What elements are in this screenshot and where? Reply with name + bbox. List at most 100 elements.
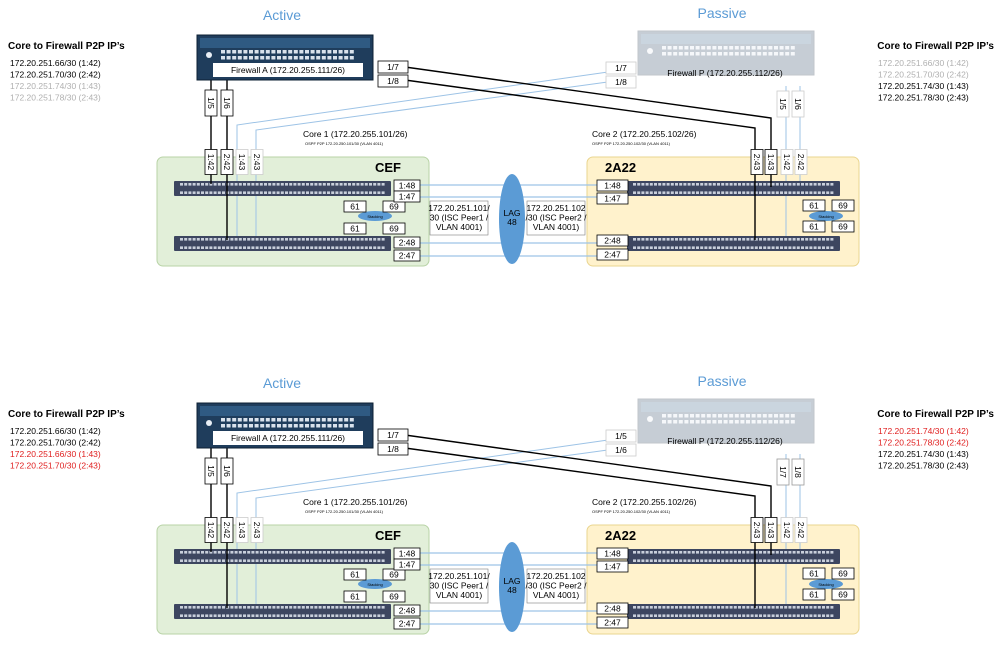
switch-port xyxy=(293,551,297,554)
switch-port xyxy=(658,606,662,609)
switch-port xyxy=(725,238,729,241)
switch-port xyxy=(826,606,830,609)
switch-port xyxy=(738,614,741,617)
switch-port xyxy=(746,183,750,186)
switch-port xyxy=(721,559,725,562)
switch-port xyxy=(306,559,309,562)
switch-port xyxy=(817,551,821,554)
switch-port xyxy=(356,614,360,617)
switch-port xyxy=(742,238,746,241)
core1-uplink-port: 1:43 xyxy=(237,522,247,539)
brand-logo-icon xyxy=(647,416,653,422)
firewall-a-port: 1/7 xyxy=(387,62,399,72)
switch-port xyxy=(788,183,792,186)
firewall-port xyxy=(740,414,745,418)
switch-port xyxy=(293,238,297,241)
core2-switch-1 xyxy=(627,181,840,196)
switch-port xyxy=(247,606,251,609)
switch-port xyxy=(704,191,708,194)
switch-port xyxy=(255,183,259,186)
firewall-port xyxy=(299,56,304,60)
switch-port xyxy=(654,246,657,249)
left-ip-item: 172.20.251.66/30 (1:42) xyxy=(10,426,101,436)
switch-port xyxy=(247,559,251,562)
switch-port xyxy=(322,559,326,562)
switch-port xyxy=(306,551,309,554)
switch-port xyxy=(771,191,775,194)
core1-label: Core 1 (172.20.255.101/26) xyxy=(303,129,408,139)
switch-port xyxy=(658,191,662,194)
switch-port xyxy=(708,559,712,562)
a22-site-label: 2A22 xyxy=(605,528,636,543)
switch-port xyxy=(285,183,288,186)
switch-port xyxy=(813,238,817,241)
switch-port xyxy=(670,183,674,186)
switch-port xyxy=(201,606,204,609)
switch-port xyxy=(683,191,687,194)
switch-port xyxy=(306,238,309,241)
core2-uplink-port-box xyxy=(764,517,778,543)
firewall-port xyxy=(768,46,773,50)
switch-port xyxy=(780,551,783,554)
left-ip-item: 172.20.251.78/30 (2:43) xyxy=(10,93,101,103)
switch-port xyxy=(733,238,737,241)
switch-port xyxy=(696,606,699,609)
isc-peer2-label: 172.20.251.102/30 (ISC Peer2 /VLAN 4001) xyxy=(526,203,588,232)
switch-port xyxy=(687,606,691,609)
firewall-p-port: 1/7 xyxy=(615,63,627,73)
cef-site-label: CEF xyxy=(375,160,401,175)
switch-port xyxy=(209,246,213,249)
switch-port xyxy=(268,246,272,249)
switch-port xyxy=(767,238,771,241)
switch-port xyxy=(247,238,251,241)
switch-port xyxy=(750,551,754,554)
switch-port xyxy=(679,614,683,617)
core2-uplink-port-box xyxy=(750,149,764,175)
switch-port xyxy=(645,191,649,194)
switch-port xyxy=(826,183,830,186)
switch-port xyxy=(654,551,657,554)
core2-switch-1-ports xyxy=(633,183,834,194)
firewall-port xyxy=(333,56,337,60)
switch-port xyxy=(217,246,221,249)
core1-port-box xyxy=(393,604,421,617)
switch-port xyxy=(763,191,767,194)
switch-port xyxy=(352,246,356,249)
firewall-port xyxy=(712,420,717,424)
switch-port xyxy=(700,606,704,609)
core1-stack-port: 69 xyxy=(389,224,399,234)
switch-port xyxy=(666,614,670,617)
switch-port xyxy=(746,614,750,617)
switch-port xyxy=(230,183,234,186)
switch-port xyxy=(809,246,813,249)
switch-port xyxy=(247,551,251,554)
switch-port xyxy=(746,246,750,249)
switch-port xyxy=(733,559,737,562)
switch-port xyxy=(209,238,213,241)
firewall-port xyxy=(288,418,293,422)
switch-port xyxy=(654,191,657,194)
core1-stacking-icon xyxy=(358,211,392,221)
switch-port xyxy=(792,559,796,562)
switch-port xyxy=(670,559,674,562)
firewall-port xyxy=(785,46,790,50)
switch-port xyxy=(196,551,200,554)
switch-port xyxy=(238,559,242,562)
firewall-port xyxy=(226,56,231,60)
switch-port xyxy=(830,183,834,186)
switch-port xyxy=(272,183,276,186)
switch-port xyxy=(209,614,213,617)
switch-port xyxy=(192,614,196,617)
switch-port xyxy=(356,559,360,562)
switch-port xyxy=(675,246,678,249)
switch-port xyxy=(763,614,767,617)
switch-port xyxy=(712,559,716,562)
firewall-port xyxy=(751,420,756,424)
switch-port xyxy=(243,183,246,186)
switch-port xyxy=(192,606,196,609)
switch-port xyxy=(721,606,725,609)
switch-port xyxy=(805,238,809,241)
core1-port: 2:47 xyxy=(399,619,416,629)
isc-peer1-label: 172.20.251.101/30 (ISC Peer1 /VLAN 4001) xyxy=(428,203,490,232)
switch-port xyxy=(377,246,381,249)
